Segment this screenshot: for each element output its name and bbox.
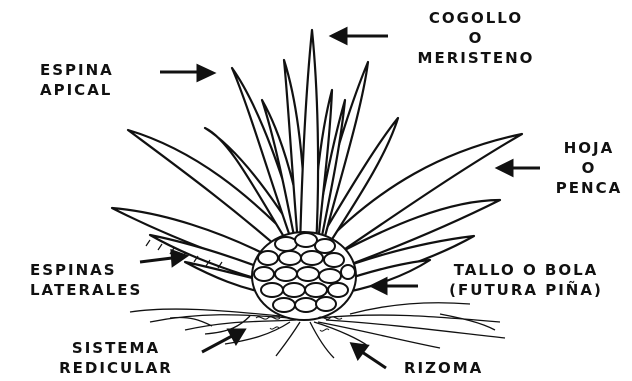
label-tallo-line-1: TALLO O BOLA	[428, 260, 624, 280]
label-sistema-line-2: REDICULAR	[36, 358, 196, 378]
label-cogollo-line-1: COGOLLO	[396, 8, 556, 28]
label-espinas-laterales-line-1: ESPINAS	[30, 260, 142, 280]
label-cogollo-line-3: MERISTENO	[396, 48, 556, 68]
label-sistema-line-1: SISTEMA	[36, 338, 196, 358]
arrows	[140, 29, 540, 368]
label-tallo-line-2: (FUTURA PIÑA)	[428, 280, 624, 300]
stem-ball	[252, 232, 356, 320]
arrow-rizoma	[362, 352, 386, 368]
label-rizoma-line-1: RIZOMA	[404, 358, 483, 378]
label-espina-apical-line-2: APICAL	[40, 80, 114, 100]
label-hoja-line-1: HOJA	[548, 138, 630, 158]
label-espina-apical-line-1: ESPINA	[40, 60, 114, 80]
central-spear	[300, 30, 318, 248]
arrow-espinas-laterales	[140, 258, 172, 262]
label-sistema: SISTEMA REDICULAR	[36, 338, 196, 378]
label-rizoma: RIZOMA	[404, 358, 483, 378]
label-hoja-line-3: PENCA	[548, 178, 630, 198]
label-cogollo-line-2: O	[396, 28, 556, 48]
label-tallo: TALLO O BOLA (FUTURA PIÑA)	[428, 260, 624, 300]
label-cogollo: COGOLLO O MERISTENO	[396, 8, 556, 68]
label-espina-apical: ESPINA APICAL	[40, 60, 114, 100]
label-hoja: HOJA O PENCA	[548, 138, 630, 198]
label-hoja-line-2: O	[548, 158, 630, 178]
label-espinas-laterales: ESPINAS LATERALES	[30, 260, 142, 300]
label-espinas-laterales-line-2: LATERALES	[30, 280, 142, 300]
